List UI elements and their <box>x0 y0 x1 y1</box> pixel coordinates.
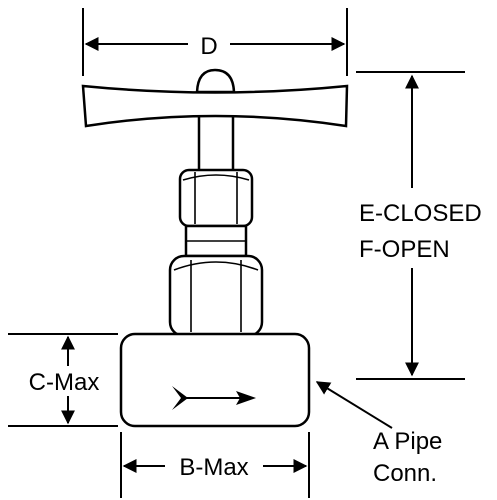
bonnet-collar <box>184 224 248 258</box>
label-b-max: B-Max <box>179 454 248 481</box>
lower-hex-nut <box>168 254 264 338</box>
valve-body <box>119 332 311 428</box>
label-f-open: F-OPEN <box>359 236 450 263</box>
label-conn: Conn. <box>373 460 437 487</box>
label-e-closed: E-CLOSED <box>359 200 482 227</box>
t-handle <box>81 84 349 128</box>
dimension-e-f: E-CLOSED F-OPEN <box>352 71 497 380</box>
flow-direction-arrow <box>172 386 256 410</box>
upper-hex-nut <box>178 168 254 228</box>
dimension-d: D <box>82 8 348 76</box>
dimension-b: B-Max <box>120 432 310 498</box>
label-d: D <box>200 33 217 60</box>
handle-knob <box>195 68 236 94</box>
pipe-connection-callout: A Pipe Conn. <box>315 381 442 487</box>
valve-stem <box>197 110 235 176</box>
dimension-c: C-Max <box>8 333 118 427</box>
label-c-max: C-Max <box>29 369 100 396</box>
label-a-pipe: A Pipe <box>373 428 442 455</box>
valve-drawing <box>81 68 349 428</box>
